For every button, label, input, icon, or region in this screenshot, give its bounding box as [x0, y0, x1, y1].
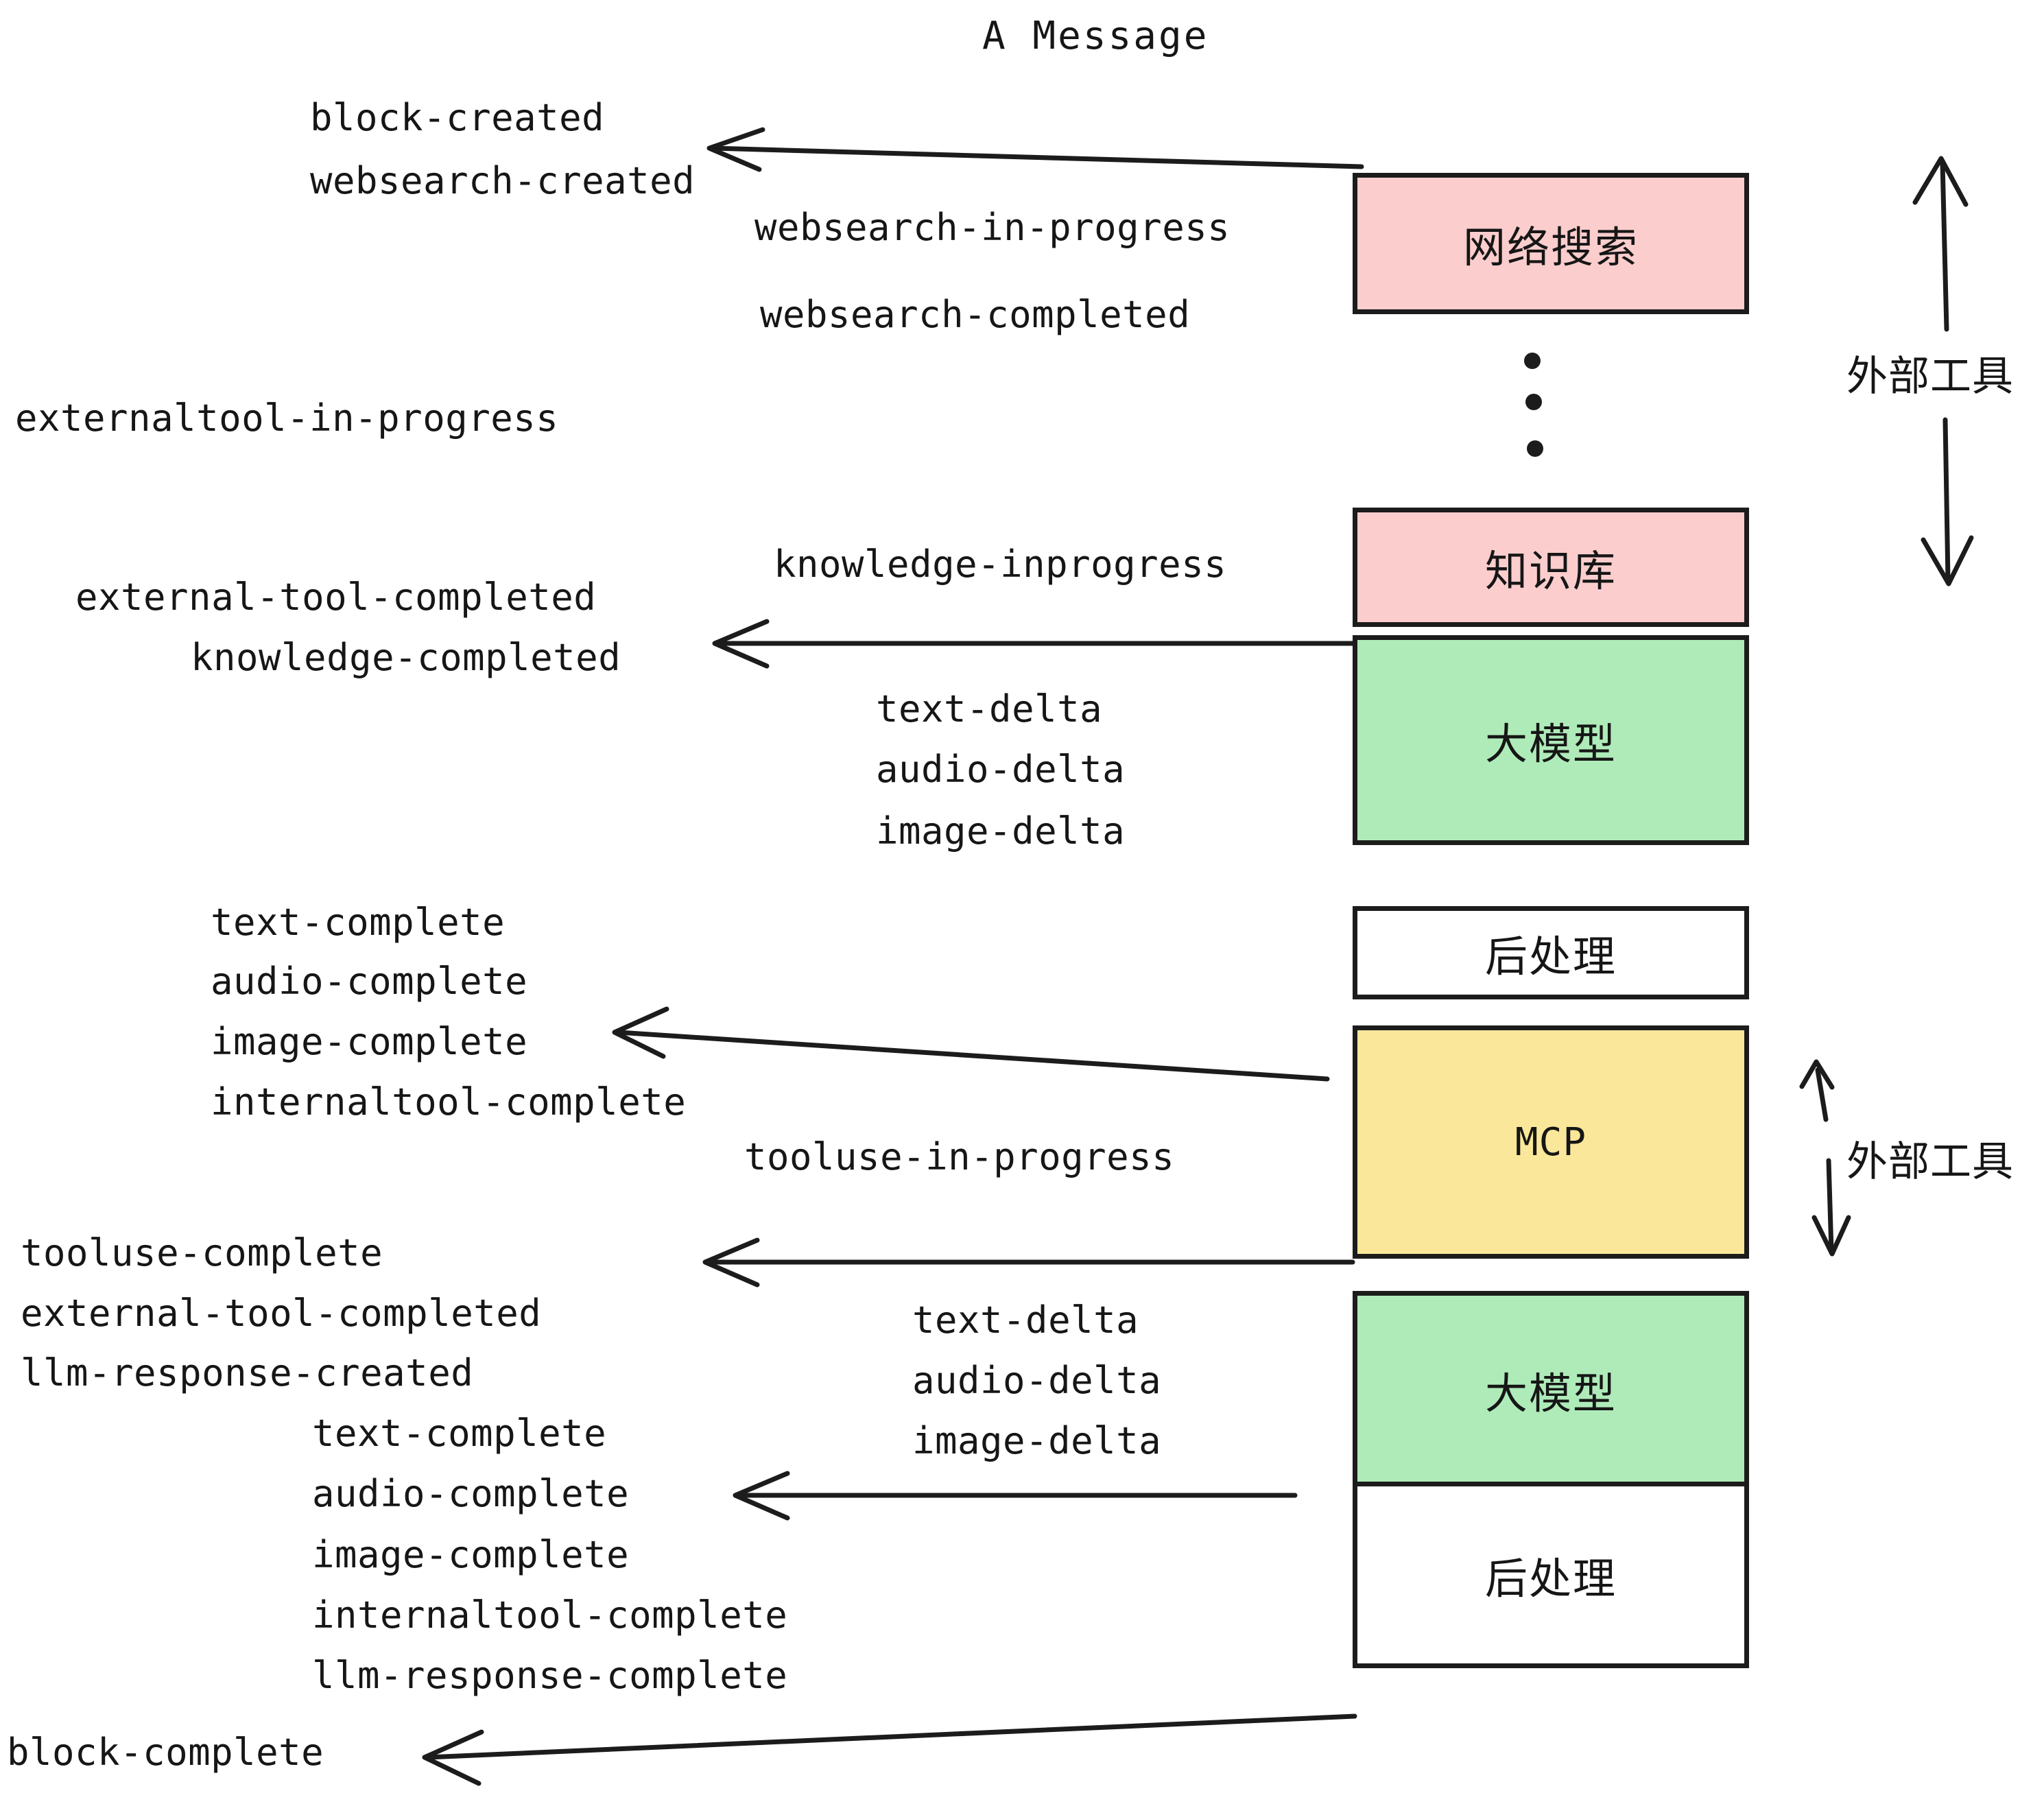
event-label-text-delta-2: text-delta [912, 1298, 1139, 1342]
event-label-websearch-completed: websearch-completed [760, 293, 1191, 336]
node-llm-1-label: 大模型 [1484, 719, 1617, 769]
arrow-postprocess1-to-complete-head [612, 1006, 669, 1059]
node-llm-2-label: 大模型 [1484, 1368, 1617, 1419]
event-label-tooluse-in-progress: tooluse-in-progress [744, 1135, 1175, 1178]
node-postprocess-2[interactable]: 后处理 [1353, 1482, 1749, 1668]
event-label-internaltool-complete-2: internaltool-complete [312, 1593, 788, 1637]
arrow-postprocess2-to-block-complete [426, 1713, 1357, 1760]
event-label-knowledge-completed: knowledge-completed [191, 636, 621, 679]
node-postprocess-1-label: 后处理 [1484, 931, 1617, 982]
event-label-internaltool-complete-1: internaltool-complete [211, 1080, 687, 1124]
event-label-llm-response-created: llm-response-created [21, 1351, 474, 1394]
page-title: A Message [982, 14, 1209, 58]
ellipsis-dot [1524, 353, 1541, 369]
arrow-postprocess1-to-complete [616, 1030, 1330, 1082]
node-mcp[interactable]: MCP [1353, 1025, 1749, 1259]
node-websearch-label: 网络搜索 [1462, 222, 1639, 272]
arrow-external-tool-2-up-head [1799, 1059, 1835, 1090]
node-mcp-label: MCP [1514, 1119, 1587, 1165]
ellipsis-dots [1524, 343, 1552, 473]
event-label-image-delta-1: image-delta [876, 809, 1126, 853]
event-label-block-complete: block-complete [7, 1731, 324, 1774]
event-label-image-delta-2: image-delta [912, 1419, 1162, 1462]
event-label-text-complete-1: text-complete [211, 901, 506, 944]
arrow-external-tool-1-down-head [1921, 535, 1974, 586]
side-label-external-tool-2: 外部工具 [1846, 1138, 2014, 1186]
arrow-postprocess2-to-block-complete-head [422, 1729, 484, 1786]
arrow-external-tool-2-up [1815, 1067, 1829, 1122]
event-label-audio-complete-2: audio-complete [312, 1472, 630, 1515]
event-label-websearch-created: websearch-created [310, 159, 696, 202]
node-knowledge-base-label: 知识库 [1484, 546, 1617, 596]
node-llm-1[interactable]: 大模型 [1353, 635, 1749, 845]
arrow-mcp-to-tooluse-complete-head [702, 1237, 760, 1287]
event-label-audio-delta-1: audio-delta [876, 748, 1126, 791]
event-label-websearch-in-progress: websearch-in-progress [754, 206, 1231, 249]
node-llm-2[interactable]: 大模型 [1353, 1291, 1749, 1488]
arrow-knowledge-to-completed-head [712, 619, 770, 669]
arrow-external-tool-2-down-head [1811, 1215, 1851, 1257]
event-label-text-delta-1: text-delta [876, 687, 1103, 731]
node-knowledge-base[interactable]: 知识库 [1353, 508, 1749, 627]
event-label-external-tool-completed-1: external-tool-completed [75, 575, 597, 619]
event-label-knowledge-inprogress: knowledge-inprogress [774, 543, 1227, 586]
ellipsis-dot [1527, 440, 1543, 457]
arrow-websearch-to-created-head [706, 127, 765, 172]
arrow-external-tool-1-down [1942, 417, 1951, 582]
event-label-tooluse-complete: tooluse-complete [21, 1231, 383, 1274]
ellipsis-dot [1525, 394, 1542, 410]
arrow-external-tool-1-up-head [1912, 156, 1969, 207]
node-websearch[interactable]: 网络搜索 [1353, 173, 1749, 314]
event-label-audio-delta-2: audio-delta [912, 1359, 1162, 1402]
event-label-block-created: block-created [310, 96, 605, 139]
side-label-external-tool-1: 外部工具 [1846, 353, 2014, 401]
event-label-external-tool-completed-2: external-tool-completed [21, 1292, 542, 1335]
event-label-image-complete-1: image-complete [211, 1020, 528, 1063]
event-label-image-complete-2: image-complete [312, 1533, 630, 1576]
arrow-external-tool-2-down [1826, 1158, 1834, 1253]
arrow-llm2-to-audio-complete-head [733, 1471, 790, 1521]
event-label-text-complete-2: text-complete [312, 1412, 607, 1455]
event-label-audio-complete-1: audio-complete [211, 960, 528, 1003]
event-label-externaltool-in-progress: externaltool-in-progress [15, 396, 559, 440]
arrow-external-tool-1-up [1940, 160, 1949, 332]
node-postprocess-2-label: 后处理 [1484, 1554, 1617, 1604]
event-label-llm-response-complete: llm-response-complete [312, 1654, 788, 1697]
arrow-websearch-to-created [711, 145, 1364, 169]
node-postprocess-1[interactable]: 后处理 [1353, 906, 1749, 999]
